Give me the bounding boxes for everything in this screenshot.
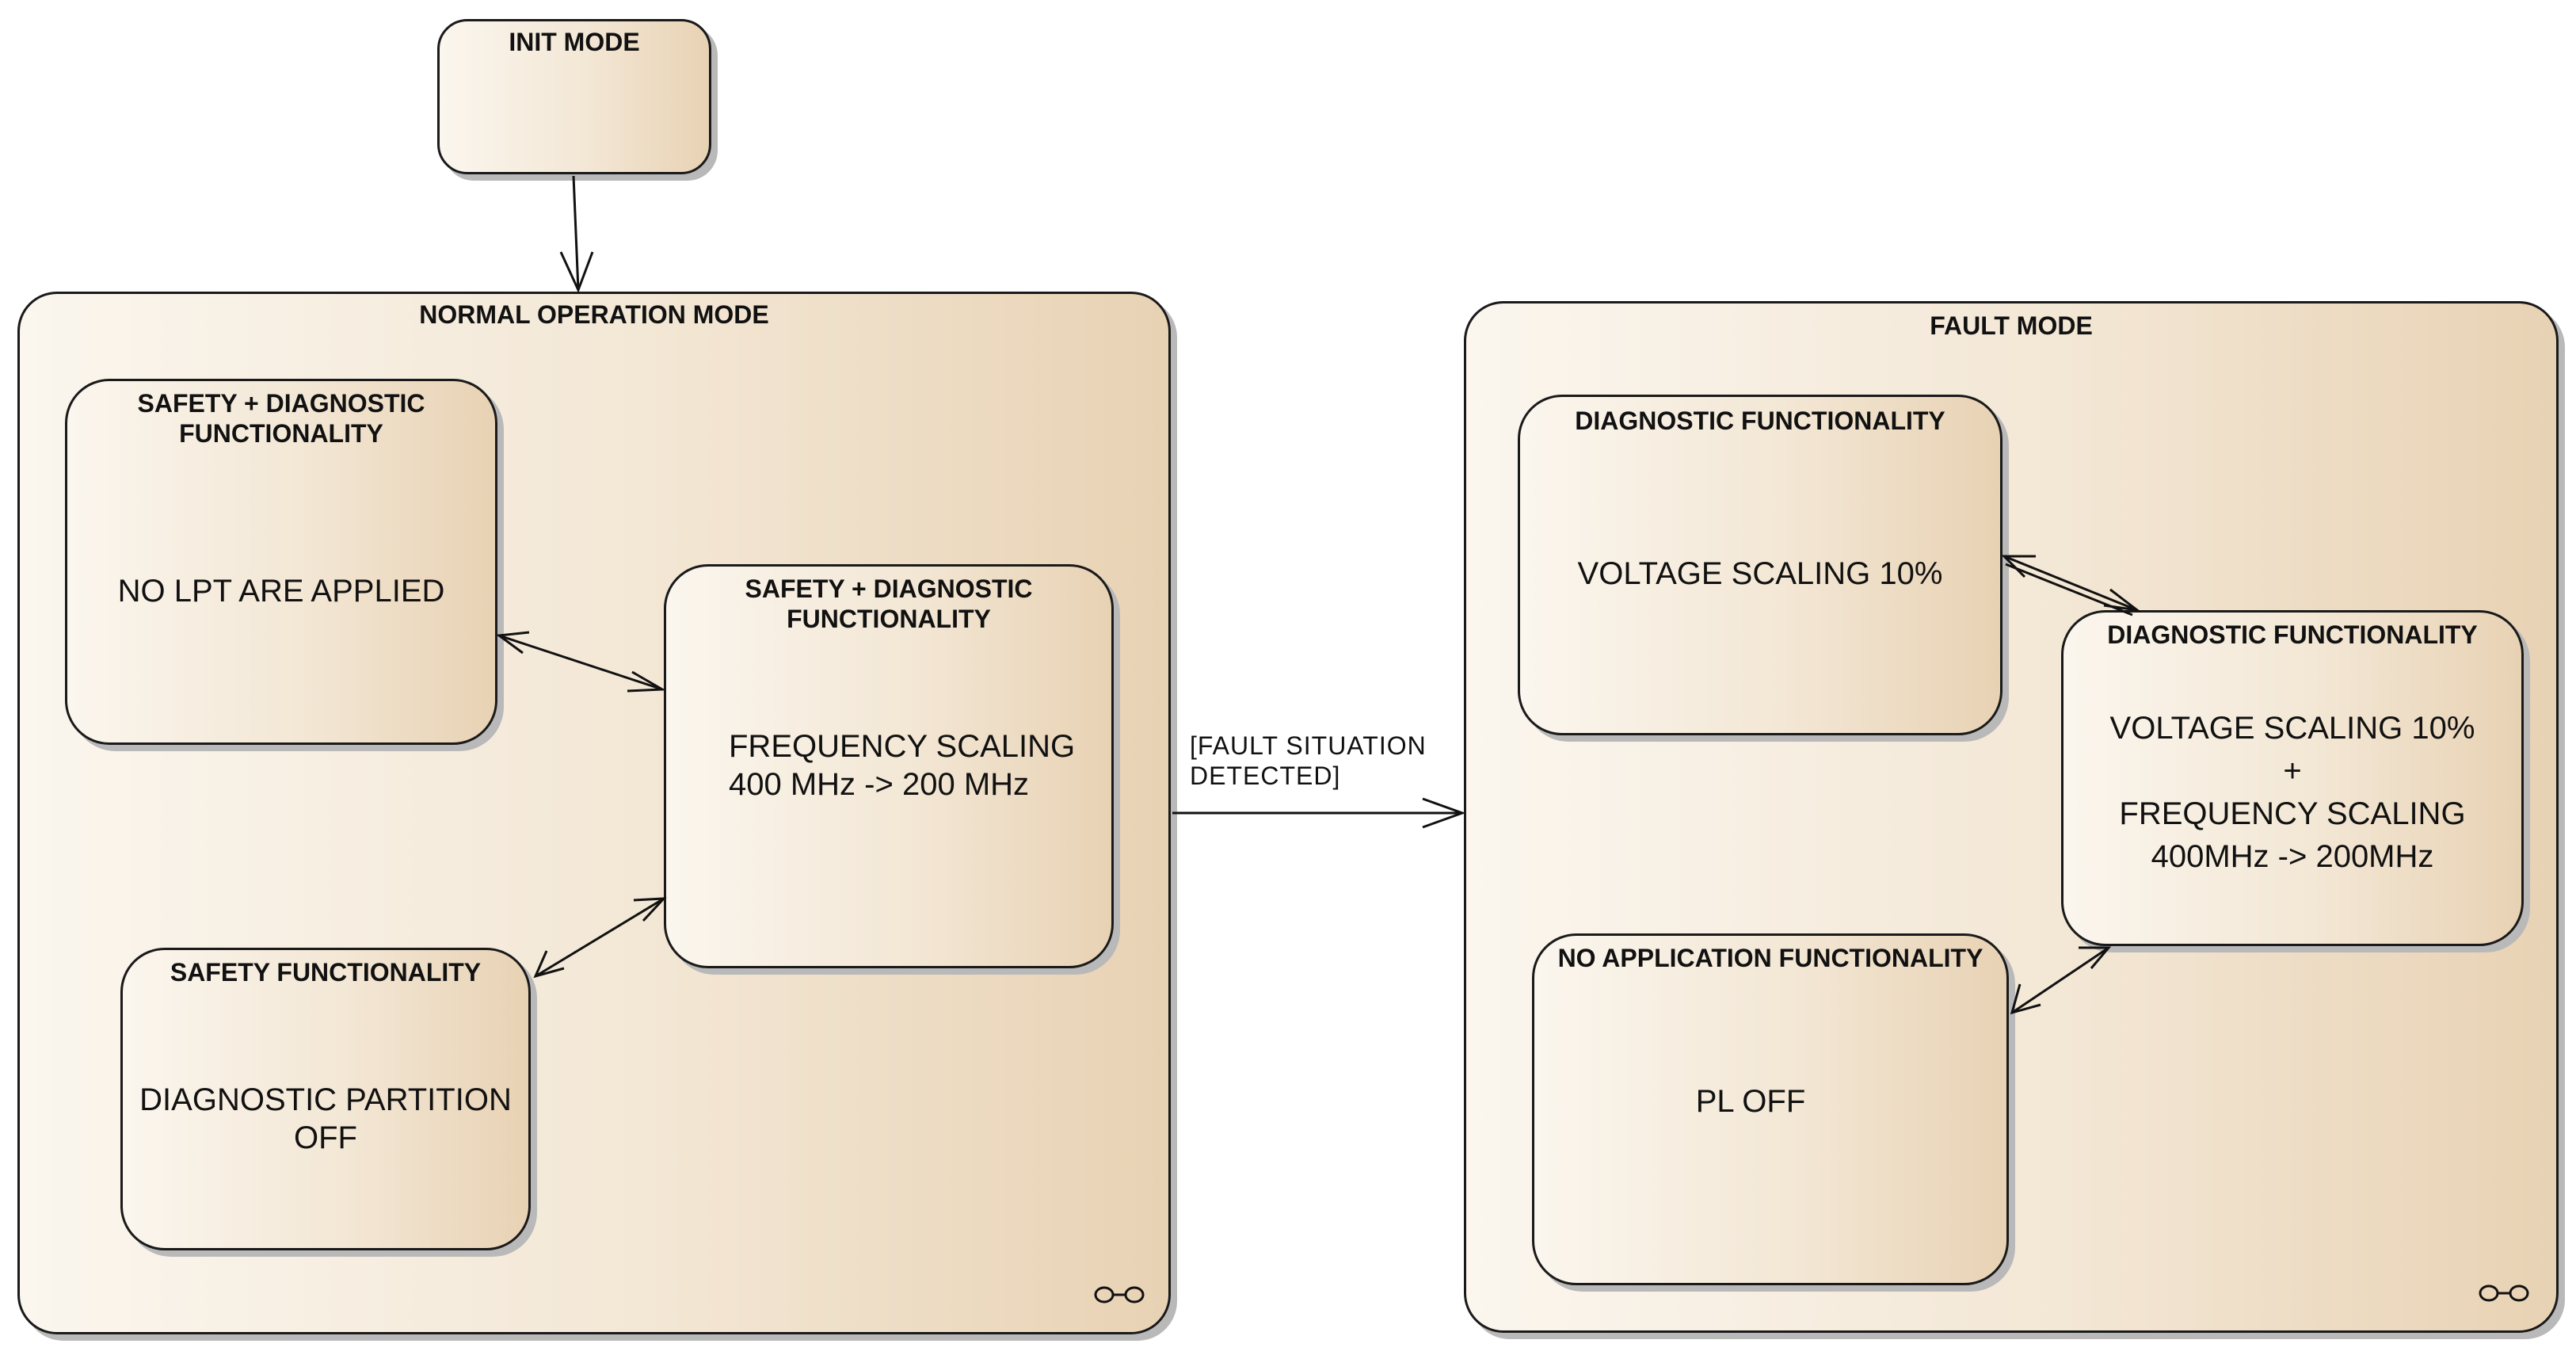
normal-composite-icon: [1094, 1286, 1145, 1303]
combined-arrowhead-upper: [2103, 588, 2142, 613]
fault-state-voltage-frequency-scaling[interactable]: [2061, 610, 2524, 946]
pl-off-arrowhead: [2010, 983, 2041, 1015]
fault-state-pl-off[interactable]: [1532, 933, 2009, 1285]
fault-mode-title: FAULT MODE: [1930, 311, 2093, 340]
fault-state-voltage-scaling[interactable]: [1518, 395, 2002, 735]
no-lpt-arrowhead: [495, 631, 530, 655]
normal-state-diagnostic-partition-off-title: SAFETY FUNCTIONALITY: [170, 958, 482, 987]
normal-operation-mode-title: NORMAL OPERATION MODE: [419, 300, 769, 329]
fault-state-voltage-frequency-scaling-content: VOLTAGE SCALING 10% + FREQUENCY SCALING …: [2109, 711, 2475, 874]
fault-state-pl-off-content: PL OFF: [1695, 1084, 1806, 1119]
init-mode-state[interactable]: [437, 19, 711, 174]
freq-scaling-arrowhead-upper: [627, 670, 667, 693]
partition-off-arrowhead: [533, 950, 565, 979]
combined-pl-off-arrow: [2011, 946, 2109, 1014]
normal-state-frequency-scaling-content: FREQUENCY SCALING 400 MHz -> 200 MHz: [729, 729, 1076, 802]
voltage-scaling-arrowhead: [2001, 555, 2036, 578]
normal-state-diagnostic-partition-off[interactable]: [120, 948, 531, 1250]
init-to-normal-arrow: [572, 175, 580, 291]
voltage-scaling-combined-arrow: [2003, 555, 2138, 612]
freq-scaling-arrowhead-lower: [633, 897, 667, 922]
fault-state-voltage-frequency-scaling-title: DIAGNOSTIC FUNCTIONALITY: [2107, 620, 2478, 649]
normal-state-no-lpt-content: NO LPT ARE APPLIED: [117, 574, 445, 609]
fault-state-pl-off-title: NO APPLICATION FUNCTIONALITY: [1557, 944, 1983, 972]
freq-scaling-partition-off-arrow: [535, 897, 665, 978]
normal-state-no-lpt[interactable]: [65, 379, 497, 745]
fault-state-voltage-scaling-content: VOLTAGE SCALING 10%: [1577, 556, 1943, 591]
init-to-normal-arrowhead: [559, 251, 594, 293]
normal-state-diagnostic-partition-off-content: DIAGNOSTIC PARTITION OFF: [139, 1082, 512, 1155]
normal-state-frequency-scaling[interactable]: [664, 564, 1114, 968]
normal-to-fault-arrowhead: [1422, 797, 1466, 829]
no-lpt-freq-scaling-arrow: [498, 634, 663, 691]
init-mode-title: INIT MODE: [509, 28, 640, 56]
normal-state-frequency-scaling-title: SAFETY + DIAGNOSTIC FUNCTIONALITY: [745, 574, 1033, 634]
normal-state-no-lpt-title: SAFETY + DIAGNOSTIC FUNCTIONALITY: [137, 389, 425, 448]
fault-composite-icon: [2479, 1284, 2529, 1302]
combined-arrowhead-lower: [2079, 946, 2112, 969]
fault-transition-guard: [FAULT SITUATION DETECTED]: [1190, 731, 1427, 791]
fault-state-voltage-scaling-title: DIAGNOSTIC FUNCTIONALITY: [1575, 406, 1945, 435]
